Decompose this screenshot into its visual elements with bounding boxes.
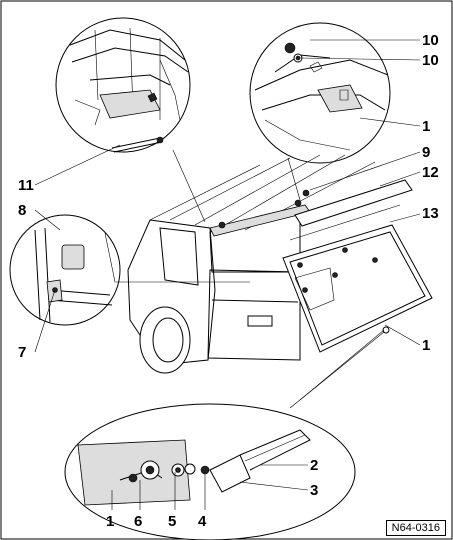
callout-13: 13 bbox=[422, 205, 439, 222]
callout-1-glass: 1 bbox=[422, 337, 430, 354]
figure-reference-code: N64-0316 bbox=[385, 520, 446, 536]
detail-circle-wiper-motor bbox=[64, 403, 356, 540]
detail-circle-lock bbox=[9, 214, 121, 326]
callout-7: 7 bbox=[18, 344, 26, 361]
detail-circle-hinge bbox=[249, 22, 391, 164]
callout-10-bolt: 9 bbox=[422, 144, 430, 161]
callout-12: 12 bbox=[422, 164, 439, 181]
vehicle-rear-view bbox=[127, 154, 376, 374]
leader-lines bbox=[34, 39, 421, 510]
callout-2: 2 bbox=[310, 457, 318, 474]
callout-5: 5 bbox=[168, 513, 176, 530]
callout-10-top: 10 bbox=[422, 32, 439, 49]
callout-6: 6 bbox=[134, 513, 142, 530]
callout-3: 3 bbox=[310, 482, 318, 499]
callout-labels: 10 10 1 9 12 13 1 11 8 7 1 6 5 4 2 3 bbox=[18, 32, 439, 530]
callout-1-motor: 1 bbox=[106, 513, 114, 530]
callout-8: 8 bbox=[18, 202, 26, 219]
callout-11: 10 bbox=[422, 52, 439, 69]
callout-1-hinge: 1 bbox=[422, 118, 430, 135]
detail-circle-strut-mount bbox=[55, 17, 191, 153]
callout-9: 11 bbox=[18, 177, 34, 194]
rear-window-glass bbox=[282, 179, 433, 353]
callout-4: 4 bbox=[198, 513, 207, 530]
